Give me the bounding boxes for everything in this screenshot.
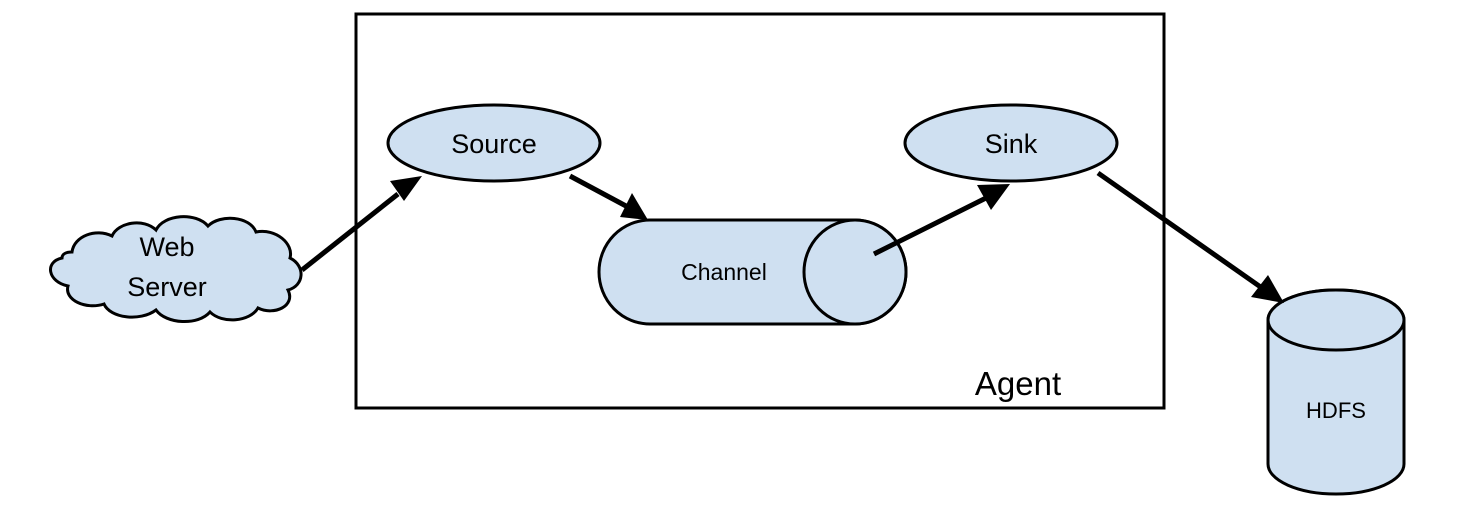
hdfs-cylinder-top [1266, 288, 1406, 352]
arrowhead [390, 176, 422, 201]
agent-label: Agent [975, 365, 1061, 402]
arrow-channel-to-sink [872, 184, 1010, 257]
web-server-cloud-shape [49, 215, 303, 324]
source-label: Source [451, 129, 537, 159]
arrow-source-to-channel [568, 173, 648, 220]
hdfs-label: HDFS [1306, 398, 1366, 423]
agent-container [354, 12, 1166, 410]
sink-ellipse [903, 103, 1119, 183]
source-node: Source [386, 103, 602, 183]
web-server-node: Web Server [49, 215, 303, 324]
channel-label: Channel [681, 259, 767, 285]
sink-label: Sink [985, 129, 1038, 159]
arrowhead [1251, 275, 1284, 303]
arrowhead [977, 184, 1010, 210]
channel-cylinder-end [802, 218, 908, 326]
arrow-web-server-to-source [300, 176, 422, 272]
arrow-sink-to-hdfs [1096, 170, 1284, 303]
arrowhead [620, 193, 648, 220]
web-server-label-line1: Web [139, 232, 194, 262]
channel-node: Channel [597, 218, 908, 326]
web-server-label-line2: Server [127, 272, 207, 302]
hdfs-node: HDFS [1266, 288, 1406, 496]
source-ellipse [386, 103, 602, 183]
sink-node: Sink [903, 103, 1119, 183]
